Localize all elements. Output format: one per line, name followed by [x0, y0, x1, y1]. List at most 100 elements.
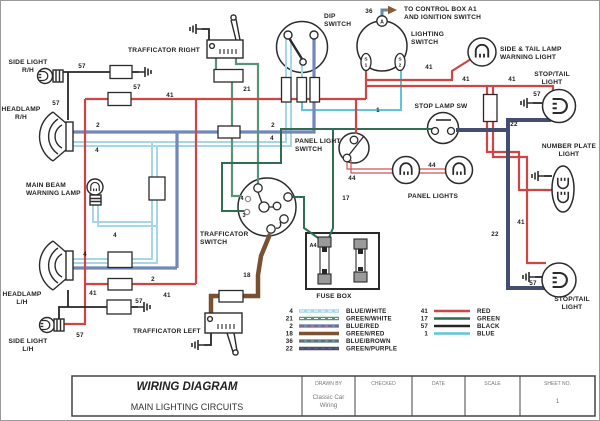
wires-22-green-purple	[456, 118, 551, 290]
wire-21	[234, 58, 260, 184]
trafficator-switch-internals	[243, 183, 293, 234]
drawn-by-value-line1: Classic Car	[313, 394, 345, 401]
wire-4	[70, 102, 287, 143]
wire-number-label: 22	[510, 121, 518, 128]
wire-number-label: 41	[425, 64, 433, 71]
fuse-box-body	[305, 232, 380, 290]
wires-1-blue	[301, 71, 402, 111]
wire-41	[366, 58, 472, 82]
legend-label: BLUE/WHITE	[346, 308, 387, 315]
sheet-no-value: 1	[556, 398, 560, 405]
wire-number-label: 41	[166, 92, 174, 99]
terminal-label: 3	[242, 213, 245, 219]
lighting-switch-terminals	[360, 15, 406, 72]
connector-block	[107, 277, 133, 291]
legend-label: BLUE	[477, 331, 495, 338]
connector-block	[109, 64, 133, 80]
stop-tail-light-top-label: STOP/TAIL	[534, 71, 570, 78]
side-light-lh-label: SIDE LIGHT	[9, 338, 48, 345]
legend-number: 21	[286, 316, 294, 323]
headlamp-rh-reflector	[38, 111, 68, 162]
wire-number-label: 36	[365, 8, 373, 15]
wire-17	[221, 128, 434, 212]
connector-block	[107, 91, 132, 107]
drawing-subtitle: MAIN LIGHTING CIRCUITS	[131, 402, 244, 412]
legend-label: BLACK	[477, 323, 500, 330]
trafficator-switch-label: SWITCH	[200, 239, 227, 246]
wire-number-label: 2	[96, 122, 100, 129]
wire-number-label: 57	[76, 332, 84, 339]
terminal-label: 1	[365, 63, 368, 69]
col-header-sheet-no: SHEET NO.	[544, 381, 571, 387]
headlamp-rh-label: HEADLAMP	[2, 106, 41, 113]
main-beam-warning-lamp-label: MAIN BEAM	[26, 182, 66, 189]
side-light-lh-label: L/H	[22, 346, 33, 353]
stop-tail-light-bottom-label: STOP/TAIL	[554, 296, 590, 303]
col-header-checked: CHECKED	[371, 381, 396, 387]
wire-17	[287, 196, 322, 241]
wire-number-label: 4	[83, 251, 87, 258]
terminal-label: 2	[399, 63, 402, 69]
connector-block	[148, 176, 166, 201]
wires-44	[346, 160, 447, 174]
col-header-scale: SCALE	[484, 381, 501, 387]
wire-57	[204, 333, 212, 346]
wire-number-label: 17	[342, 195, 350, 202]
wire-number-label: 4	[113, 232, 117, 239]
wire-44	[350, 160, 393, 174]
panel-lights-bulbs	[391, 155, 474, 185]
wire-4	[92, 204, 152, 223]
dip-switch-internals	[283, 30, 319, 66]
wire-number-label: 4	[270, 135, 274, 142]
connector-block	[296, 76, 308, 103]
wire-1	[301, 71, 402, 111]
wire-41	[64, 99, 87, 326]
wire-number-label: 44	[428, 162, 436, 169]
wires-36-blue-brown	[380, 8, 388, 17]
wire-number-label: 4	[95, 147, 99, 154]
terminal-label: A	[380, 20, 384, 26]
legend-label: RED	[477, 308, 491, 315]
connector-block	[482, 93, 498, 123]
connector-block	[309, 76, 321, 103]
col-header-drawn-by: DRAWN BY	[315, 381, 342, 387]
wire-number-label: 44	[348, 175, 356, 182]
legend-number: 22	[286, 346, 294, 353]
number-plate-light-label: LIGHT	[559, 151, 580, 158]
main-beam-warning-lamp-label: WARNING LAMP	[26, 190, 81, 197]
legend-number: 2	[289, 323, 293, 330]
number-plate-light-bulb	[551, 165, 575, 213]
main-beam-warning-lamp-bulb	[86, 178, 104, 206]
stop-tail-light-top-bulb	[541, 88, 577, 124]
connector-block	[106, 299, 132, 315]
wire-number-label: 41	[462, 76, 470, 83]
headlamp-rh-label: R/H	[15, 114, 27, 121]
trafficator-left-label: TRAFFICATOR LEFT	[133, 328, 201, 335]
headlamp-rh-holder	[65, 121, 74, 152]
wire-number-label: 22	[491, 231, 499, 238]
wire-number-label: 2	[271, 122, 275, 129]
wire-number-label: 41	[163, 292, 171, 299]
drawing-title: WIRING DIAGRAM	[137, 381, 238, 393]
panel-light-switch-internals	[342, 135, 365, 163]
wire-number-label: 41	[508, 76, 516, 83]
wire-number-label: 2	[151, 276, 155, 283]
side-tail-warning-light-bulb	[467, 37, 497, 67]
connector-block	[217, 125, 241, 139]
terminal-label: A4	[309, 243, 317, 249]
title-block-frame	[71, 375, 596, 417]
terminal-label: 4	[240, 196, 244, 202]
legend-label: BLUE/RED	[346, 323, 380, 330]
connector-block	[218, 289, 244, 303]
legend-label: GREEN/RED	[346, 331, 385, 338]
wire-41	[491, 121, 546, 265]
headlamp-lh-reflector	[38, 240, 68, 291]
side-light-rh-label: R/H	[22, 67, 34, 74]
fuse-box-label: FUSE BOX	[316, 293, 352, 300]
terminal-label: S	[398, 57, 402, 63]
legend-number: 4	[289, 308, 293, 315]
wire-number-label: 57	[135, 298, 143, 305]
